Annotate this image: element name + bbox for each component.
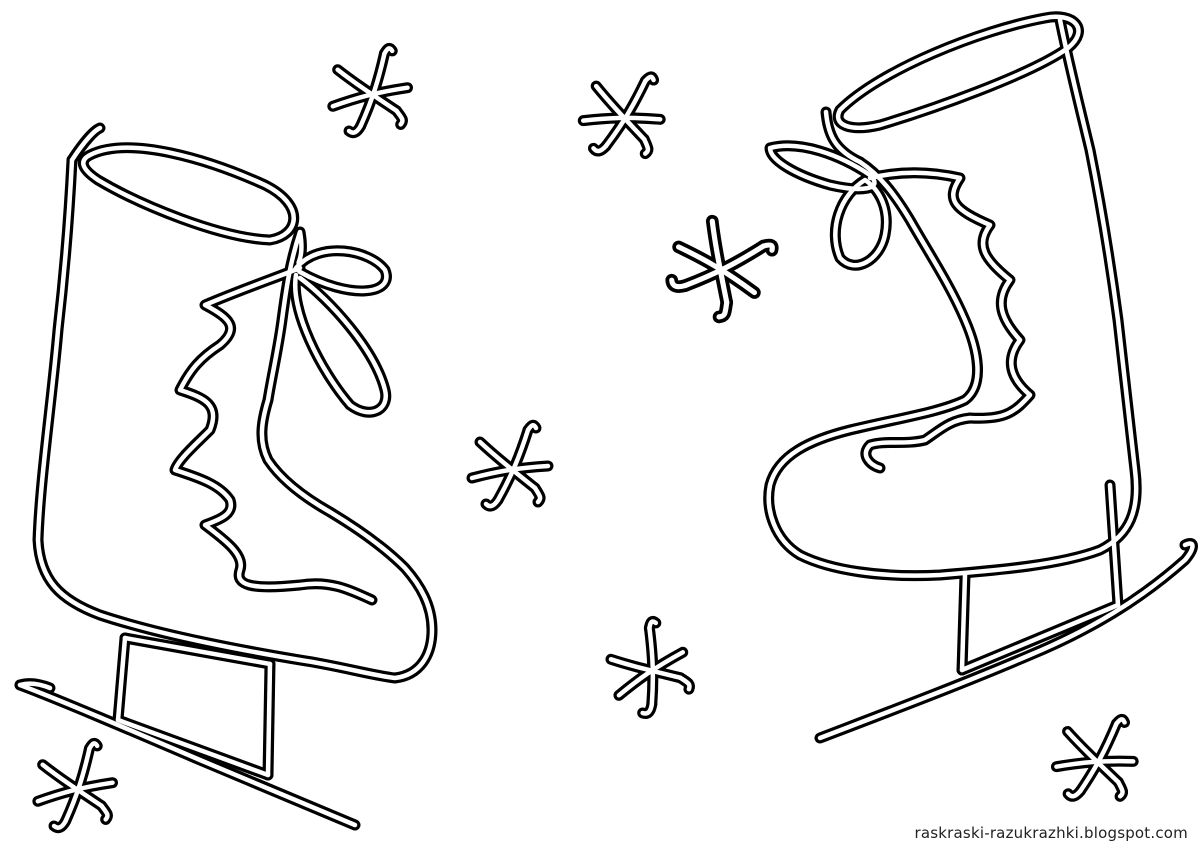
- star-bottom-right: [1054, 714, 1137, 801]
- site-watermark: raskraski-razukrazhki.blogspot.com: [914, 824, 1188, 842]
- star-lower-center: [597, 615, 700, 720]
- star-bottom-left: [33, 742, 116, 829]
- left-ice-skate: [20, 128, 432, 825]
- star-middle: [472, 425, 548, 506]
- right-ice-skate: [769, 17, 1193, 738]
- star-top-center: [579, 68, 666, 159]
- star-top-left: [328, 47, 411, 134]
- star-middle-right: [658, 200, 785, 327]
